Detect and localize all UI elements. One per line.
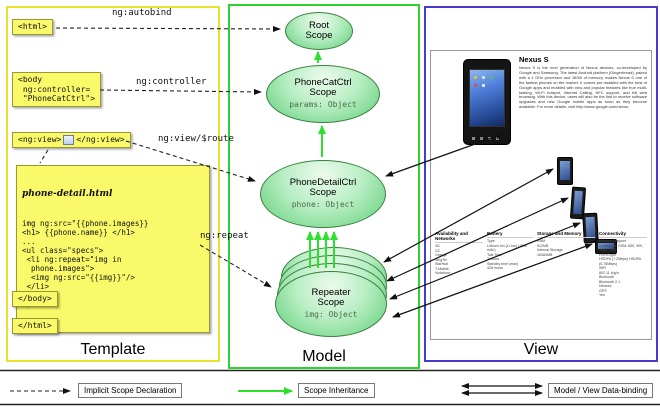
html-close-tag: </html>: [12, 318, 58, 334]
ng-view-tag: <ng:view> </ng:view>: [12, 132, 131, 148]
spec-rows: RAM 512MB Internal Storage 16384MB: [537, 239, 563, 257]
screen-icon-dot: [474, 84, 477, 87]
spec-header: Connectivity: [599, 231, 647, 238]
label-ng-controller: ng:controller: [136, 77, 207, 87]
scope-name: PhoneDetailCtrl Scope: [289, 177, 357, 198]
spec-header: Availability and Networks: [435, 231, 483, 243]
html-open-tag: <html>: [12, 19, 53, 35]
scope-property: img: Object: [304, 310, 358, 319]
scope-property: params: Object: [289, 100, 357, 109]
label-ng-repeat: ng:repeat: [200, 231, 249, 241]
spec-column-availability: Availability and Networks 3G GC Orange S…: [435, 231, 483, 276]
scope-name: PhoneCatCtrl Scope: [294, 77, 352, 98]
legend-binding-box: Model / View Data-binding: [548, 383, 654, 398]
body-close-tag: </body>: [12, 291, 58, 307]
screen-icon-dot: [482, 84, 485, 87]
repeater-scope-node: Repeater Scope img: Object: [275, 271, 387, 337]
thumbnail-screen: [598, 243, 614, 249]
body-open-tag: <body ng:controller= "PhoneCatCtrl">: [12, 72, 102, 107]
view-label: View: [523, 341, 559, 358]
phone-screen: [469, 69, 505, 127]
spec-column-storage: Storage and Memory RAM 512MB Internal St…: [537, 231, 595, 257]
phone-buttons: [472, 137, 502, 140]
ng-view-open-text: <ng:view>: [18, 135, 62, 145]
phone-hero-image: [463, 59, 511, 145]
phonecat-scope-node: PhoneCatCtrl Scope params: Object: [266, 65, 380, 123]
file-title: phone-detail.html: [22, 189, 113, 199]
page-intro: Nexus S is the next generation of Nexus …: [519, 66, 647, 110]
thumbnail-screen: [560, 161, 570, 180]
spec-header: Battery: [487, 231, 533, 238]
page-placeholder-icon: [63, 135, 75, 145]
spec-column-battery: Battery Type Lithium Ion (Li-Ion) (1500 …: [487, 231, 533, 271]
spec-rows: Type Lithium Ion (Li-Ion) (1500 mAh) Tal…: [487, 239, 528, 270]
ng-view-close-text: </ng:view>: [76, 135, 125, 145]
spec-rows: Network Support Quad-band GSM: 850, 900,…: [599, 239, 644, 297]
scope-name: Repeater Scope: [311, 287, 351, 308]
scope-name: Root Scope: [305, 20, 333, 41]
thumbnail-screen: [573, 190, 583, 215]
phonedetail-scope-node: PhoneDetailCtrl Scope phone: Object: [260, 160, 386, 228]
screen-icon-dot: [474, 76, 477, 79]
label-ng-view-route: ng:view/$route: [158, 134, 234, 144]
screen-icon-dot: [490, 76, 493, 79]
spec-rows: 3G GC Orange SingTel StarHub T-Mobile Vo…: [435, 244, 451, 275]
model-label: Model: [302, 348, 346, 365]
label-ng-autobind: ng:autobind: [112, 8, 172, 18]
template-label: Template: [80, 341, 146, 358]
page-title: Nexus S: [519, 55, 549, 64]
legend-implicit-box: Implicit Scope Declaration: [78, 383, 183, 398]
screen-icon-dot: [482, 76, 485, 79]
phone-thumbnail: [557, 157, 573, 185]
spec-header: Storage and Memory: [537, 231, 595, 238]
spec-column-connectivity: Connectivity Network Support Quad-band G…: [599, 231, 647, 298]
legend-inheritance-box: Scope Inheritance: [298, 383, 375, 398]
root-scope-node: Root Scope: [285, 12, 353, 50]
phone-detail-file: phone-detail.html img ng:src="{{phone.im…: [16, 165, 210, 333]
phone-thumbnail: [595, 239, 617, 254]
view-page: Nexus S Nexus S is the next generation o…: [430, 50, 652, 340]
scope-property: phone: Object: [291, 200, 355, 209]
